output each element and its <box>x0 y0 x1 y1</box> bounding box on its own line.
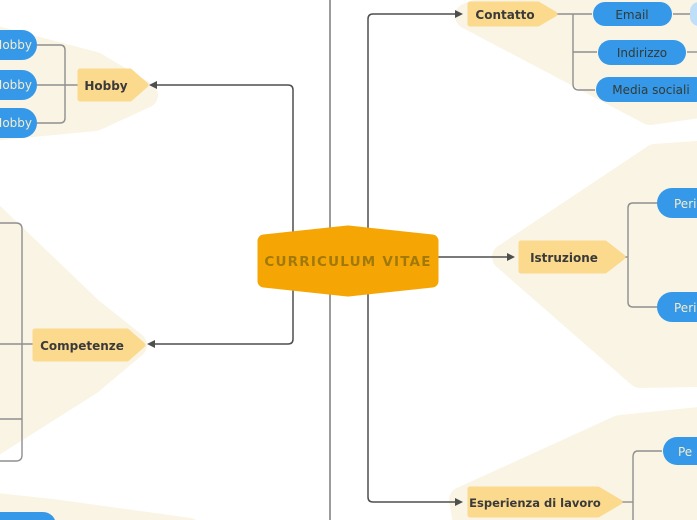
arrowhead-esperienza <box>455 498 463 506</box>
connector-center-esperienza <box>367 287 458 503</box>
contatto-bracket <box>557 13 697 91</box>
istruzione-branch-node[interactable] <box>518 240 626 274</box>
connector-center-competenze <box>151 285 294 345</box>
branch-hobby: Hobby Hobby Hobby Hobby <box>0 30 149 138</box>
esperienza-branch-label: Esperienza di lavoro <box>469 496 601 510</box>
hobby-child-label: Hobby <box>0 116 32 130</box>
hobby-child-node[interactable] <box>0 70 37 100</box>
arrowhead-contatto <box>455 10 463 18</box>
hobby-branch-node[interactable] <box>77 68 149 102</box>
main-connectors <box>147 10 515 506</box>
connector-center-hobby <box>153 84 294 236</box>
arrowhead-istruzione <box>507 253 515 261</box>
hobby-child-label: Hobby <box>0 38 32 52</box>
connector-center-contatto <box>367 13 458 234</box>
competenze-branch-label: Competenze <box>40 339 124 353</box>
branch-contatto: Contatto Email Indirizzo Media sociali <box>467 1 697 102</box>
blob-hobby <box>0 26 158 141</box>
istruzione-child-node[interactable] <box>657 292 697 322</box>
media-sociali-node[interactable] <box>596 77 697 102</box>
esperienza-bracket <box>621 450 662 520</box>
central-topic[interactable]: CURRICULUM VITAE <box>257 225 439 297</box>
indirizzo-node[interactable] <box>598 40 686 65</box>
central-node-label: CURRICULUM VITAE <box>264 254 431 270</box>
indirizzo-label: Indirizzo <box>617 46 667 60</box>
email-grandchild-node[interactable] <box>690 2 697 26</box>
central-node-shape[interactable] <box>257 225 439 297</box>
bottom-left-clipped-node[interactable] <box>0 512 56 520</box>
contatto-branch-label: Contatto <box>475 8 534 22</box>
email-label: Email <box>615 8 648 22</box>
istruzione-child-node[interactable] <box>657 188 697 218</box>
istruzione-branch-label: Istruzione <box>530 251 598 265</box>
hobby-child-node[interactable] <box>0 108 37 138</box>
contatto-branch-node[interactable] <box>467 1 558 27</box>
hobby-bracket <box>37 44 78 124</box>
email-node[interactable] <box>593 2 672 26</box>
istruzione-child-label: Peri <box>674 197 696 211</box>
istruzione-child-label: Peri <box>674 301 696 315</box>
branch-esperienza: Esperienza di lavoro Pe <box>467 437 697 518</box>
hobby-branch-label: Hobby <box>84 79 127 93</box>
branch-istruzione: Istruzione Peri Peri <box>518 188 697 322</box>
hobby-child-label: Hobby <box>0 78 32 92</box>
esperienza-child-label: Pe <box>678 445 692 459</box>
competenze-branch-node[interactable] <box>32 328 146 362</box>
media-sociali-label: Media sociali <box>612 83 689 97</box>
arrowhead-competenze <box>147 340 155 348</box>
arrowhead-hobby <box>149 81 157 89</box>
hobby-child-node[interactable] <box>0 30 37 60</box>
branch-competenze: Competenze <box>32 328 146 362</box>
esperienza-child-node[interactable] <box>663 437 697 465</box>
esperienza-branch-node[interactable] <box>467 486 623 518</box>
competenze-bracket <box>0 222 34 462</box>
